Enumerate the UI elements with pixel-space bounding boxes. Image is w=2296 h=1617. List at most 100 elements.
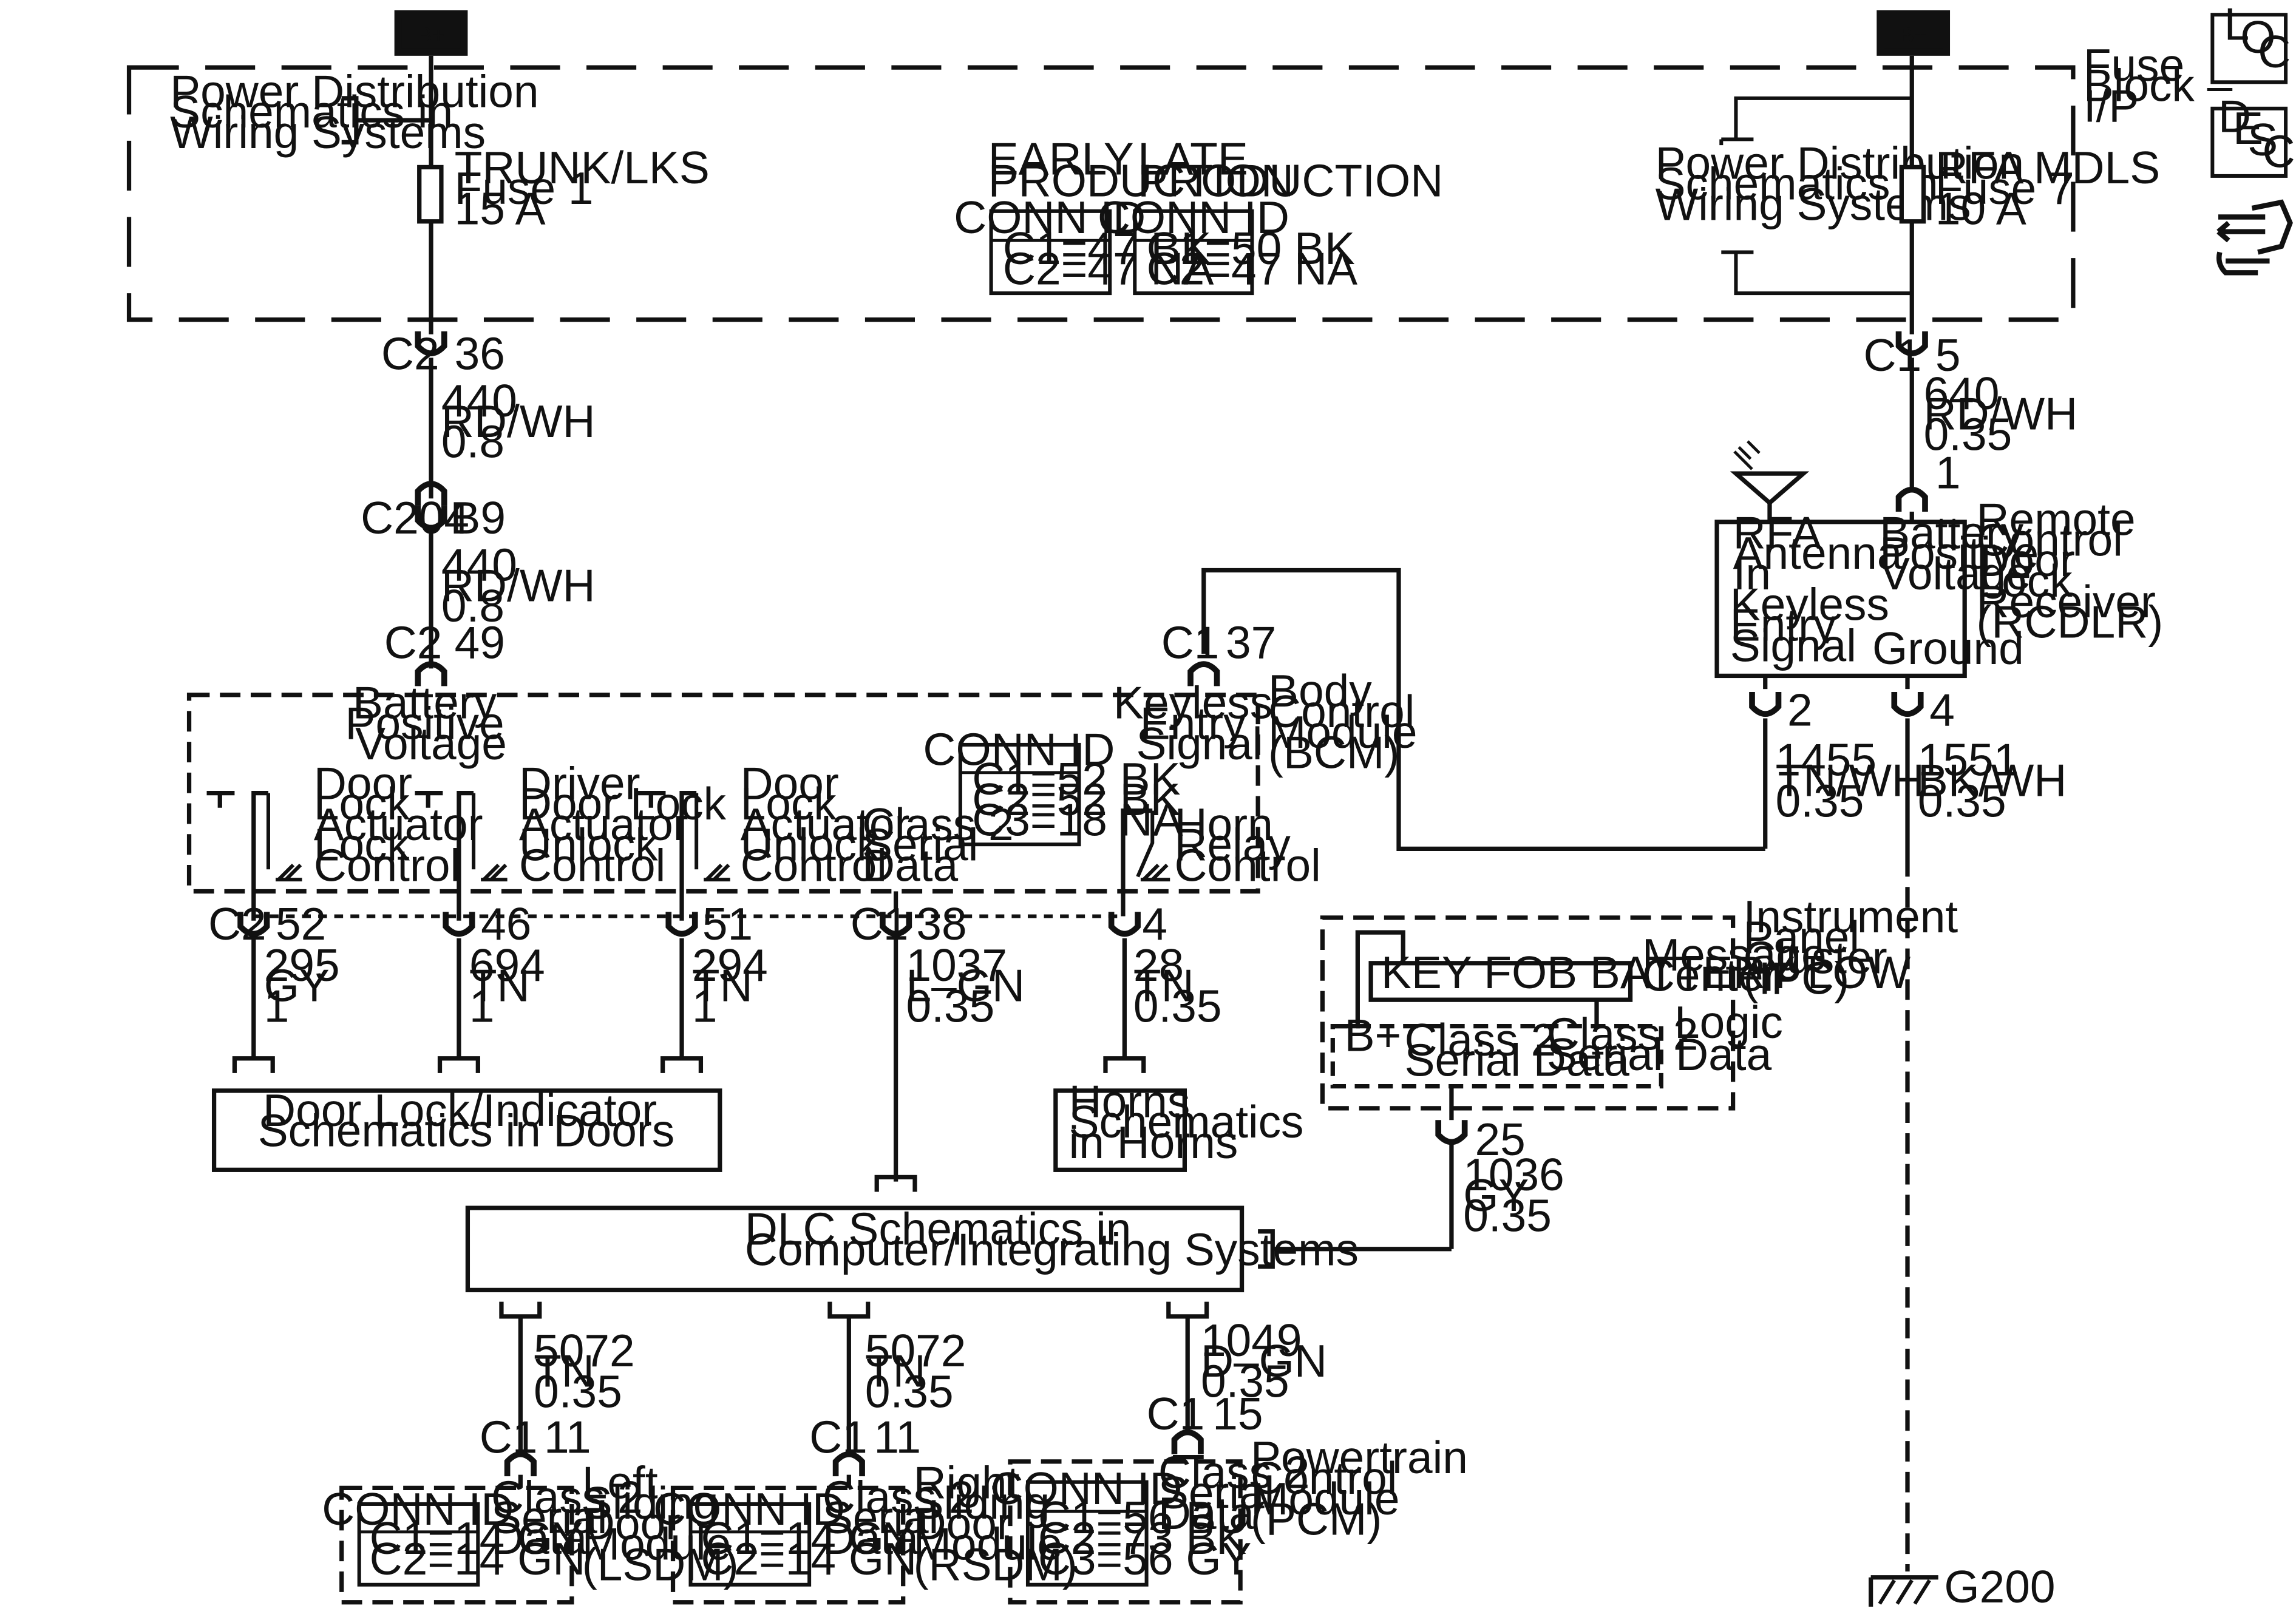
bcm-output-3-wire: 294 TN 1: [692, 940, 781, 1032]
late-conn-table: CONN ID C1=50 BK C2=47 NA: [1098, 192, 1358, 296]
left-feed-pin-bcm: 49: [455, 617, 505, 668]
early-production-heading: EARLY PRODUCTION: [988, 133, 1294, 206]
connector-view-icon[interactable]: [2216, 199, 2293, 276]
bcm-conn-table: CONN ID C1=52 BK C2=52 BK C3=18 NA: [923, 724, 1183, 847]
bcm-horn-pin: 4: [1142, 898, 1167, 949]
bcm-keyless-label: Keyless Entry Signal: [1113, 677, 1285, 769]
svg-text:C2=47 NA: C2=47 NA: [1003, 243, 1214, 294]
bcm-horn-label: Horn Relay Control: [1174, 799, 1320, 891]
rcdlr-name: Remote Control Door Lock Receiver (RCDLR…: [1977, 494, 2169, 648]
loc-icon[interactable]: L O C: [2210, 0, 2291, 84]
right-feed-wire: 640 RD/WH 0.35: [1924, 368, 2090, 460]
svg-text:C: C: [2258, 26, 2291, 77]
bcm-keyless-pin: 37: [1226, 617, 1276, 668]
lsdm-pin: 11: [544, 1411, 591, 1462]
right-feed-pin-rcdlr: 1: [1935, 447, 1961, 498]
svg-text:L: L: [2224, 0, 2250, 49]
bcm-output-2-pin: 46: [481, 898, 531, 949]
fuse-left-text: TRUNK/LKS Fuse 1 15 A: [455, 142, 722, 234]
svg-text:O: O: [2240, 12, 2275, 63]
horns-box-text: Horns Schematics in Horns: [1069, 1076, 1317, 1168]
svg-text:CONN ID: CONN ID: [653, 1483, 845, 1534]
rcdlr-antenna-label: RFA Antenna In: [1733, 507, 1915, 599]
fuse-right-text: RFA MDLS Fuse 7 10 A: [1935, 142, 2173, 234]
door-lock-box-text: Door Lock/Indicator Schematics in Doors: [258, 1085, 674, 1156]
ipc-bplus-label: B+: [1345, 1010, 1402, 1061]
svg-text:C1=56 BU: C1=56 BU: [1038, 1492, 1249, 1543]
ipc-name: Instrument Panel Cluster (IPC): [1744, 891, 1971, 1003]
lsdm-conn-table: CONN ID C1=14 GY C2=14 GN: [322, 1483, 586, 1587]
svg-text:CONN ID: CONN ID: [322, 1483, 514, 1534]
lsdm-c: C1: [480, 1411, 538, 1462]
lsdm-signal: Class 2 Serial Data: [491, 1471, 655, 1564]
pdist-left-text: Power Distribution Schematics in Wiring …: [170, 66, 551, 158]
bcm-class2-pin: 38: [916, 898, 966, 949]
message-center-display: [1368, 961, 1633, 1002]
rcdlr-wire-ground: 1551 BK/WH 0.35: [1918, 734, 2079, 827]
horns-schematics-box[interactable]: [1053, 1088, 1187, 1172]
svg-text:C2=14 GN: C2=14 GN: [701, 1533, 917, 1584]
ipc-pin: 25: [1475, 1114, 1526, 1165]
fuse-right: [1899, 164, 1926, 224]
door-lock-schematics-box[interactable]: [211, 1088, 722, 1172]
rsdm-pin: 11: [874, 1411, 921, 1462]
ground-label: G200: [1944, 1561, 2055, 1612]
bplus-left: B+: [394, 10, 468, 56]
fuse-left: [417, 164, 444, 224]
rsdm-wire: 5072 TN 0.35: [865, 1325, 979, 1417]
svg-text:C2=47 NA: C2=47 NA: [1147, 243, 1358, 294]
bplus-right-label: B+: [1900, 22, 1927, 47]
bcm-outline: [186, 693, 1260, 894]
svg-text:E: E: [2233, 103, 2263, 154]
lsdm-name: Left Sliding Door Module (LSDM): [582, 1457, 744, 1590]
bcm-output-2-label: Driver Door Lock Actuator Unlock Control: [519, 758, 739, 890]
pcm-signal: Class 2 Serial Data: [1158, 1446, 1322, 1539]
svg-text:C1=50 BK: C1=50 BK: [1147, 223, 1355, 274]
pcm-conn-table: CONN ID C1=56 BU C2=73 BK C3=56 GY: [991, 1463, 1252, 1587]
rcdlr-box: [1714, 520, 1967, 679]
message-center-text: KEY FOB BATTERY LOW: [1381, 947, 1911, 998]
bplus-right: B+: [1877, 10, 1951, 56]
rcdlr-keyless-label: Keyless Entry Signal: [1730, 579, 1902, 671]
pcm-c: C1: [1147, 1388, 1205, 1439]
left-feed-pin-mid: B9: [450, 492, 506, 543]
svg-text:CONN ID: CONN ID: [954, 192, 1146, 243]
bcm-output-1-wire: 295 GY 1: [264, 940, 353, 1032]
bcm-class2-c: C1: [851, 898, 909, 949]
rsdm-c: C1: [809, 1411, 868, 1462]
svg-text:C2=73 BK: C2=73 BK: [1038, 1513, 1246, 1564]
dlc-schematics-box[interactable]: [465, 1205, 1245, 1292]
bcm-name: Body Control Module (BCM): [1268, 665, 1430, 778]
svg-text:D: D: [2218, 90, 2251, 141]
rcdlr-pin-keyless: 2: [1787, 685, 1813, 736]
bcm-output-3-pin: 51: [702, 898, 753, 949]
rsdm-name: Right Sliding Door Module (RSDM): [914, 1457, 1078, 1590]
svg-text:C1=14 GY: C1=14 GY: [701, 1513, 914, 1564]
bcm-output-2-wire: 694 TN 1: [469, 940, 558, 1032]
svg-text:C2=14 GN: C2=14 GN: [370, 1533, 586, 1584]
early-conn-table: CONN ID C1=47 BK C2=47 NA: [954, 192, 1214, 296]
horn-relay-switch: [1121, 808, 1170, 917]
svg-text:CONN ID: CONN ID: [1098, 192, 1289, 243]
pcm-wire: 1049 D–GN 0.35: [1201, 1315, 1340, 1407]
svg-text:C3=56 GY: C3=56 GY: [1038, 1533, 1252, 1584]
bcm-output-1-c: C2: [208, 898, 267, 949]
svg-text:CONN ID: CONN ID: [991, 1463, 1183, 1514]
bplus-left-label: B+: [417, 22, 444, 47]
antenna-icon: [1730, 440, 1810, 522]
bcm-driver-3: [637, 791, 730, 921]
bcm-horn-wire: 28 TN 0.35: [1133, 940, 1222, 1032]
ipc-serial-right: Class 2 Serial Data: [1547, 1008, 1772, 1080]
desc-icon[interactable]: D E S C: [2210, 90, 2295, 178]
lsdm-wire: 5072 TN 0.35: [534, 1325, 647, 1417]
late-production-heading: LATE PRODUCTION: [1138, 133, 1443, 206]
svg-text:S: S: [2247, 114, 2278, 165]
message-center-label: Message Center: [1642, 929, 1839, 1001]
bcm-output-1-pin: 52: [276, 898, 326, 949]
ipc-serial-left: Class 2 Serial Data: [1405, 1014, 1630, 1086]
right-feed-pin-top: 5: [1935, 330, 1961, 381]
svg-text:C2=52 BK: C2=52 BK: [972, 774, 1180, 825]
rsdm-conn-table: CONN ID C1=14 GY C2=14 GN: [653, 1483, 917, 1587]
bcm-driver-1: [206, 791, 302, 921]
